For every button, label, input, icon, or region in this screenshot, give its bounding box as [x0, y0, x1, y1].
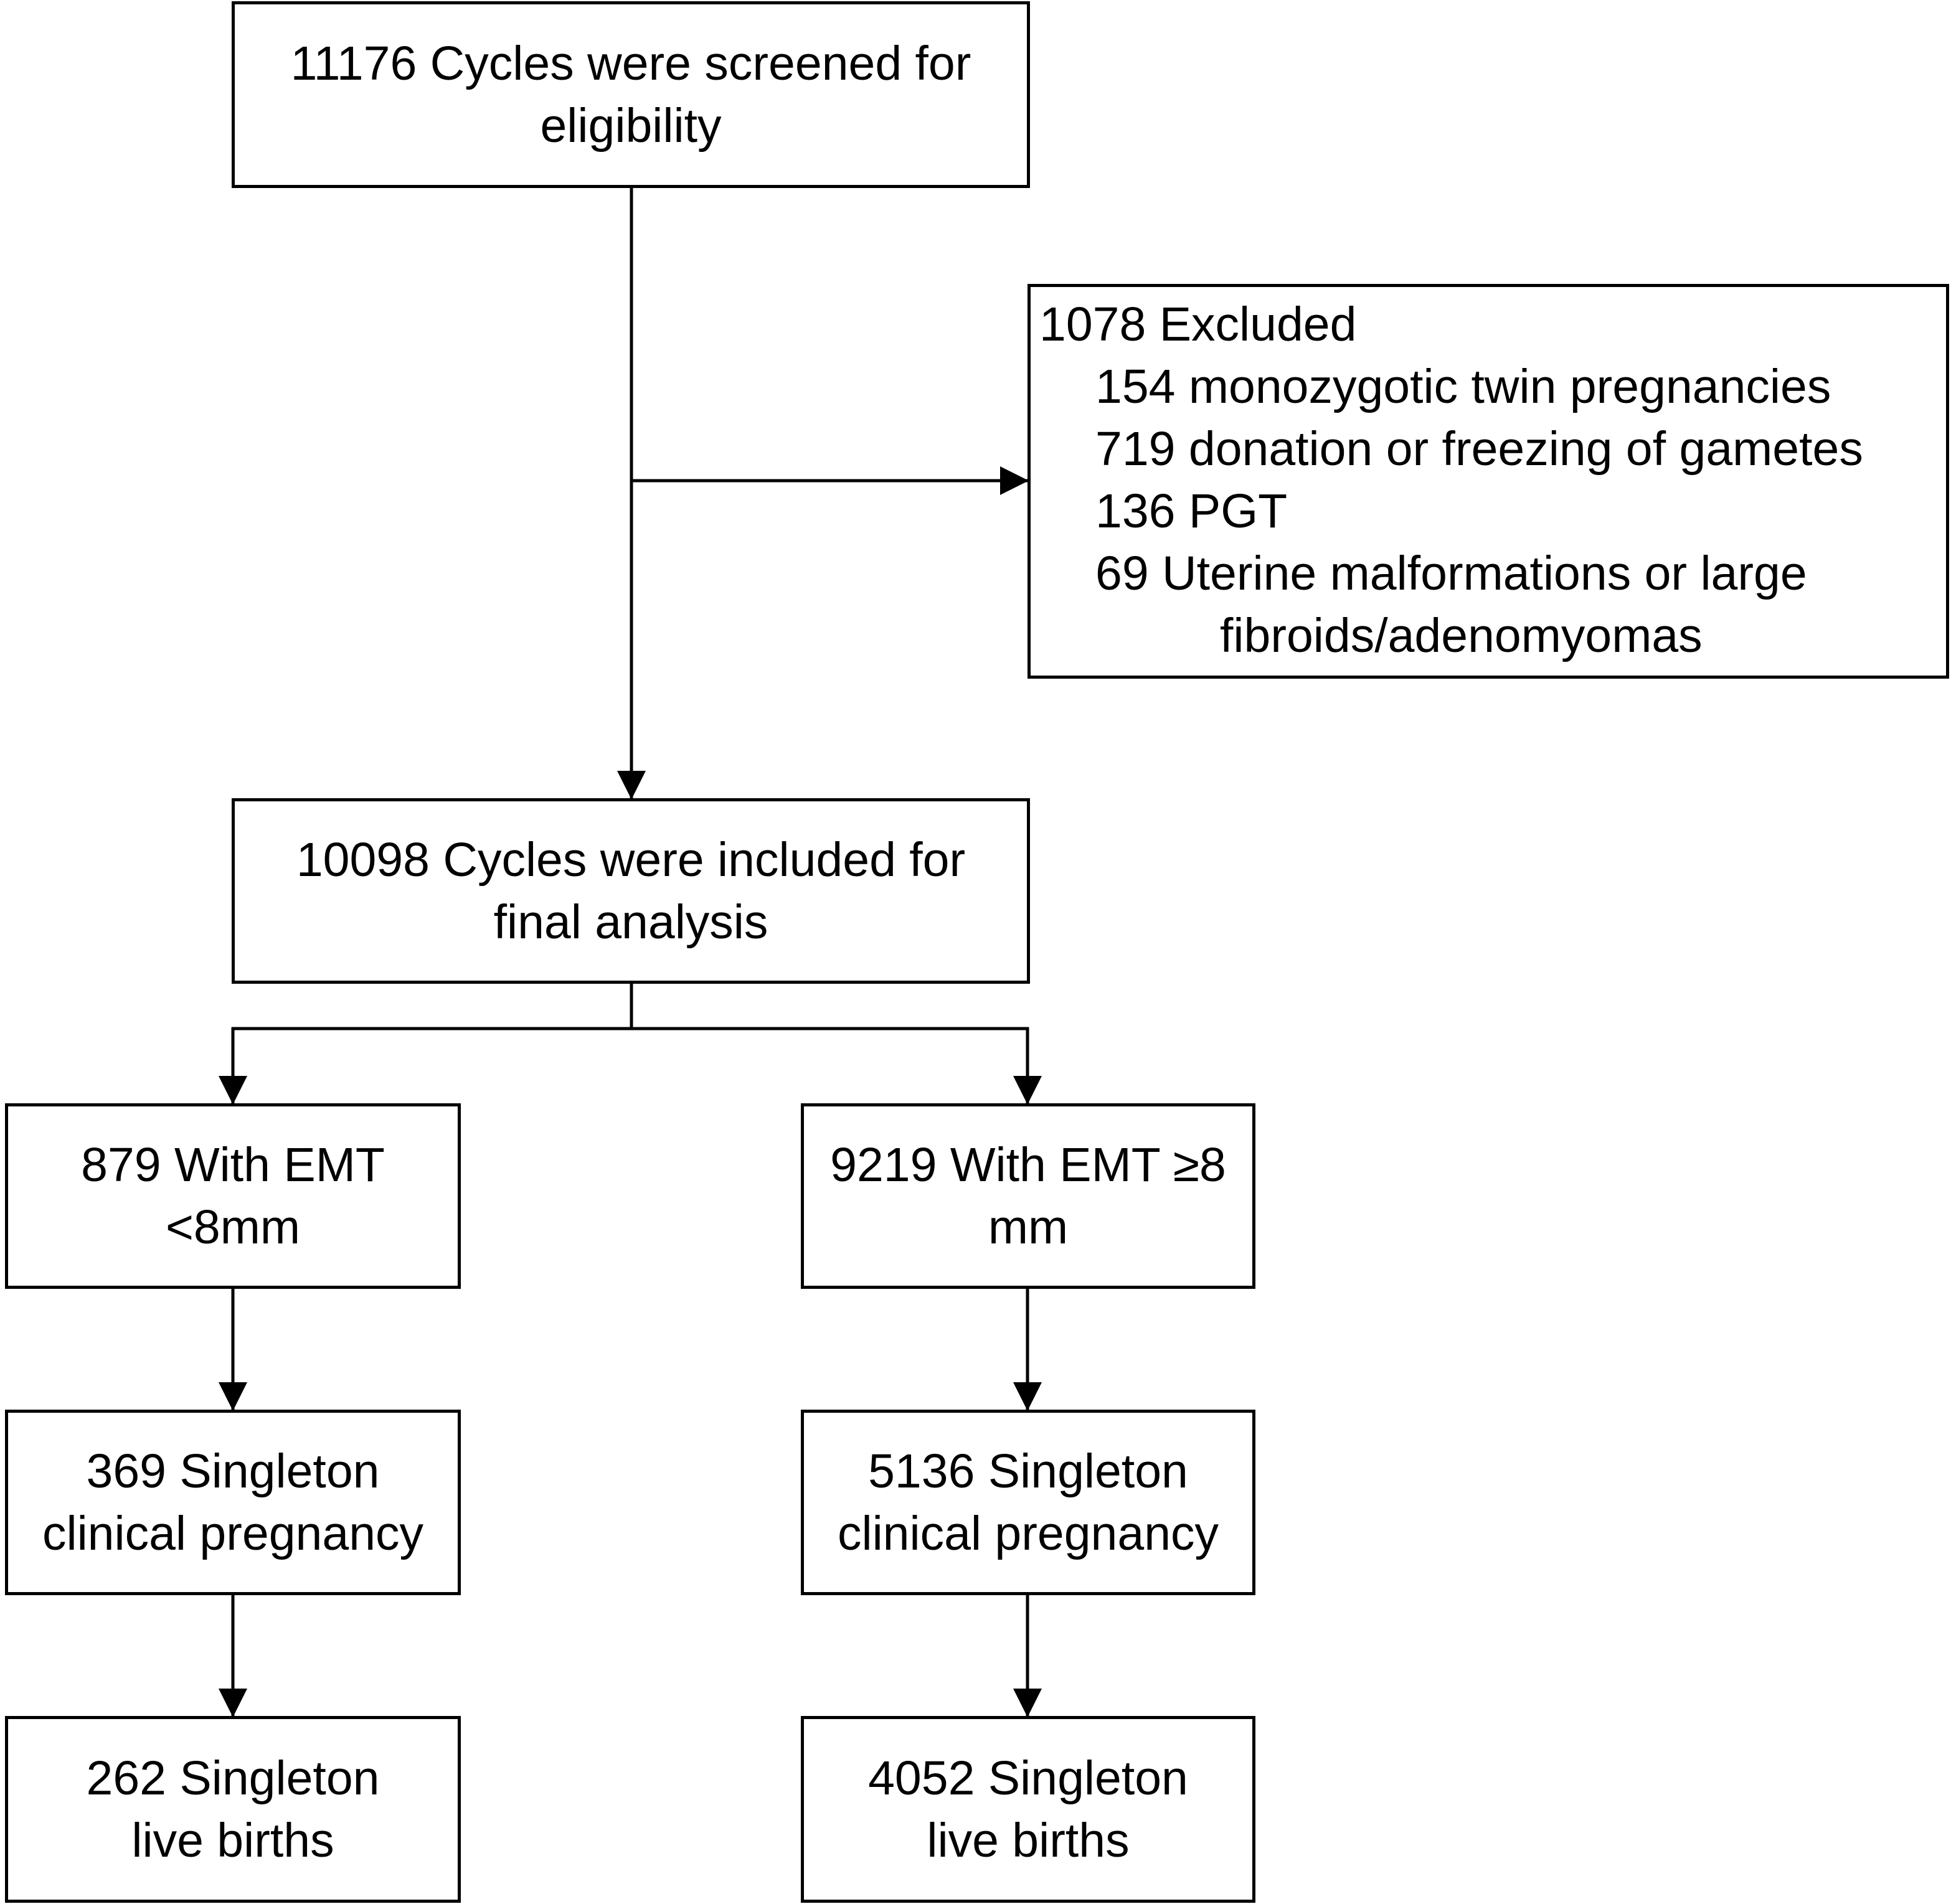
left-births-line-1: 262 Singleton	[86, 1751, 380, 1805]
screened-box: 11176 Cycles were screened for eligibili…	[232, 1, 1030, 188]
included-line-2: final analysis	[493, 895, 768, 949]
right-births-line-1: 4052 Singleton	[868, 1751, 1188, 1805]
right-births-box: 4052 Singleton live births	[801, 1716, 1255, 1903]
right-births-line-2: live births	[927, 1814, 1130, 1867]
left-pregnancy-line-2: clinical pregnancy	[42, 1507, 424, 1560]
excluded-item-pgt: 136 PGT	[1095, 484, 1288, 538]
left-pregnancy-line-1: 369 Singleton	[86, 1444, 380, 1498]
included-box: 10098 Cycles were included for final ana…	[232, 798, 1030, 984]
excluded-box: 1078 Excluded 154 monozygotic twin pregn…	[1027, 284, 1949, 679]
screened-line-1: 11176 Cycles were screened for	[290, 37, 971, 90]
excluded-item-donation: 719 donation or freezing of gametes	[1095, 422, 1863, 476]
left-group-line-1: 879 With EMT	[81, 1138, 385, 1192]
right-group-line-2: mm	[988, 1200, 1069, 1254]
right-pregnancy-line-2: clinical pregnancy	[837, 1507, 1219, 1560]
right-group-box: 9219 With EMT ≥8 mm	[801, 1103, 1255, 1289]
right-pregnancy-line-1: 5136 Singleton	[868, 1444, 1188, 1498]
excluded-item-uterine-continuation: fibroids/adenomyomas	[1220, 609, 1703, 662]
included-line-1: 10098 Cycles were included for	[296, 833, 966, 887]
left-births-box: 262 Singleton live births	[5, 1716, 461, 1903]
right-group-line-1: 9219 With EMT ≥8	[830, 1138, 1226, 1192]
left-group-line-2: <8mm	[165, 1200, 301, 1254]
excluded-item-uterine: 69 Uterine malformations or large	[1095, 547, 1807, 600]
left-group-box: 879 With EMT <8mm	[5, 1103, 461, 1289]
right-pregnancy-box: 5136 Singleton clinical pregnancy	[801, 1410, 1255, 1595]
screened-line-2: eligibility	[540, 99, 722, 153]
left-births-line-2: live births	[131, 1814, 334, 1867]
excluded-title: 1078 Excluded	[1039, 298, 1357, 351]
left-pregnancy-box: 369 Singleton clinical pregnancy	[5, 1410, 461, 1595]
excluded-item-monozygotic: 154 monozygotic twin pregnancies	[1095, 360, 1831, 413]
